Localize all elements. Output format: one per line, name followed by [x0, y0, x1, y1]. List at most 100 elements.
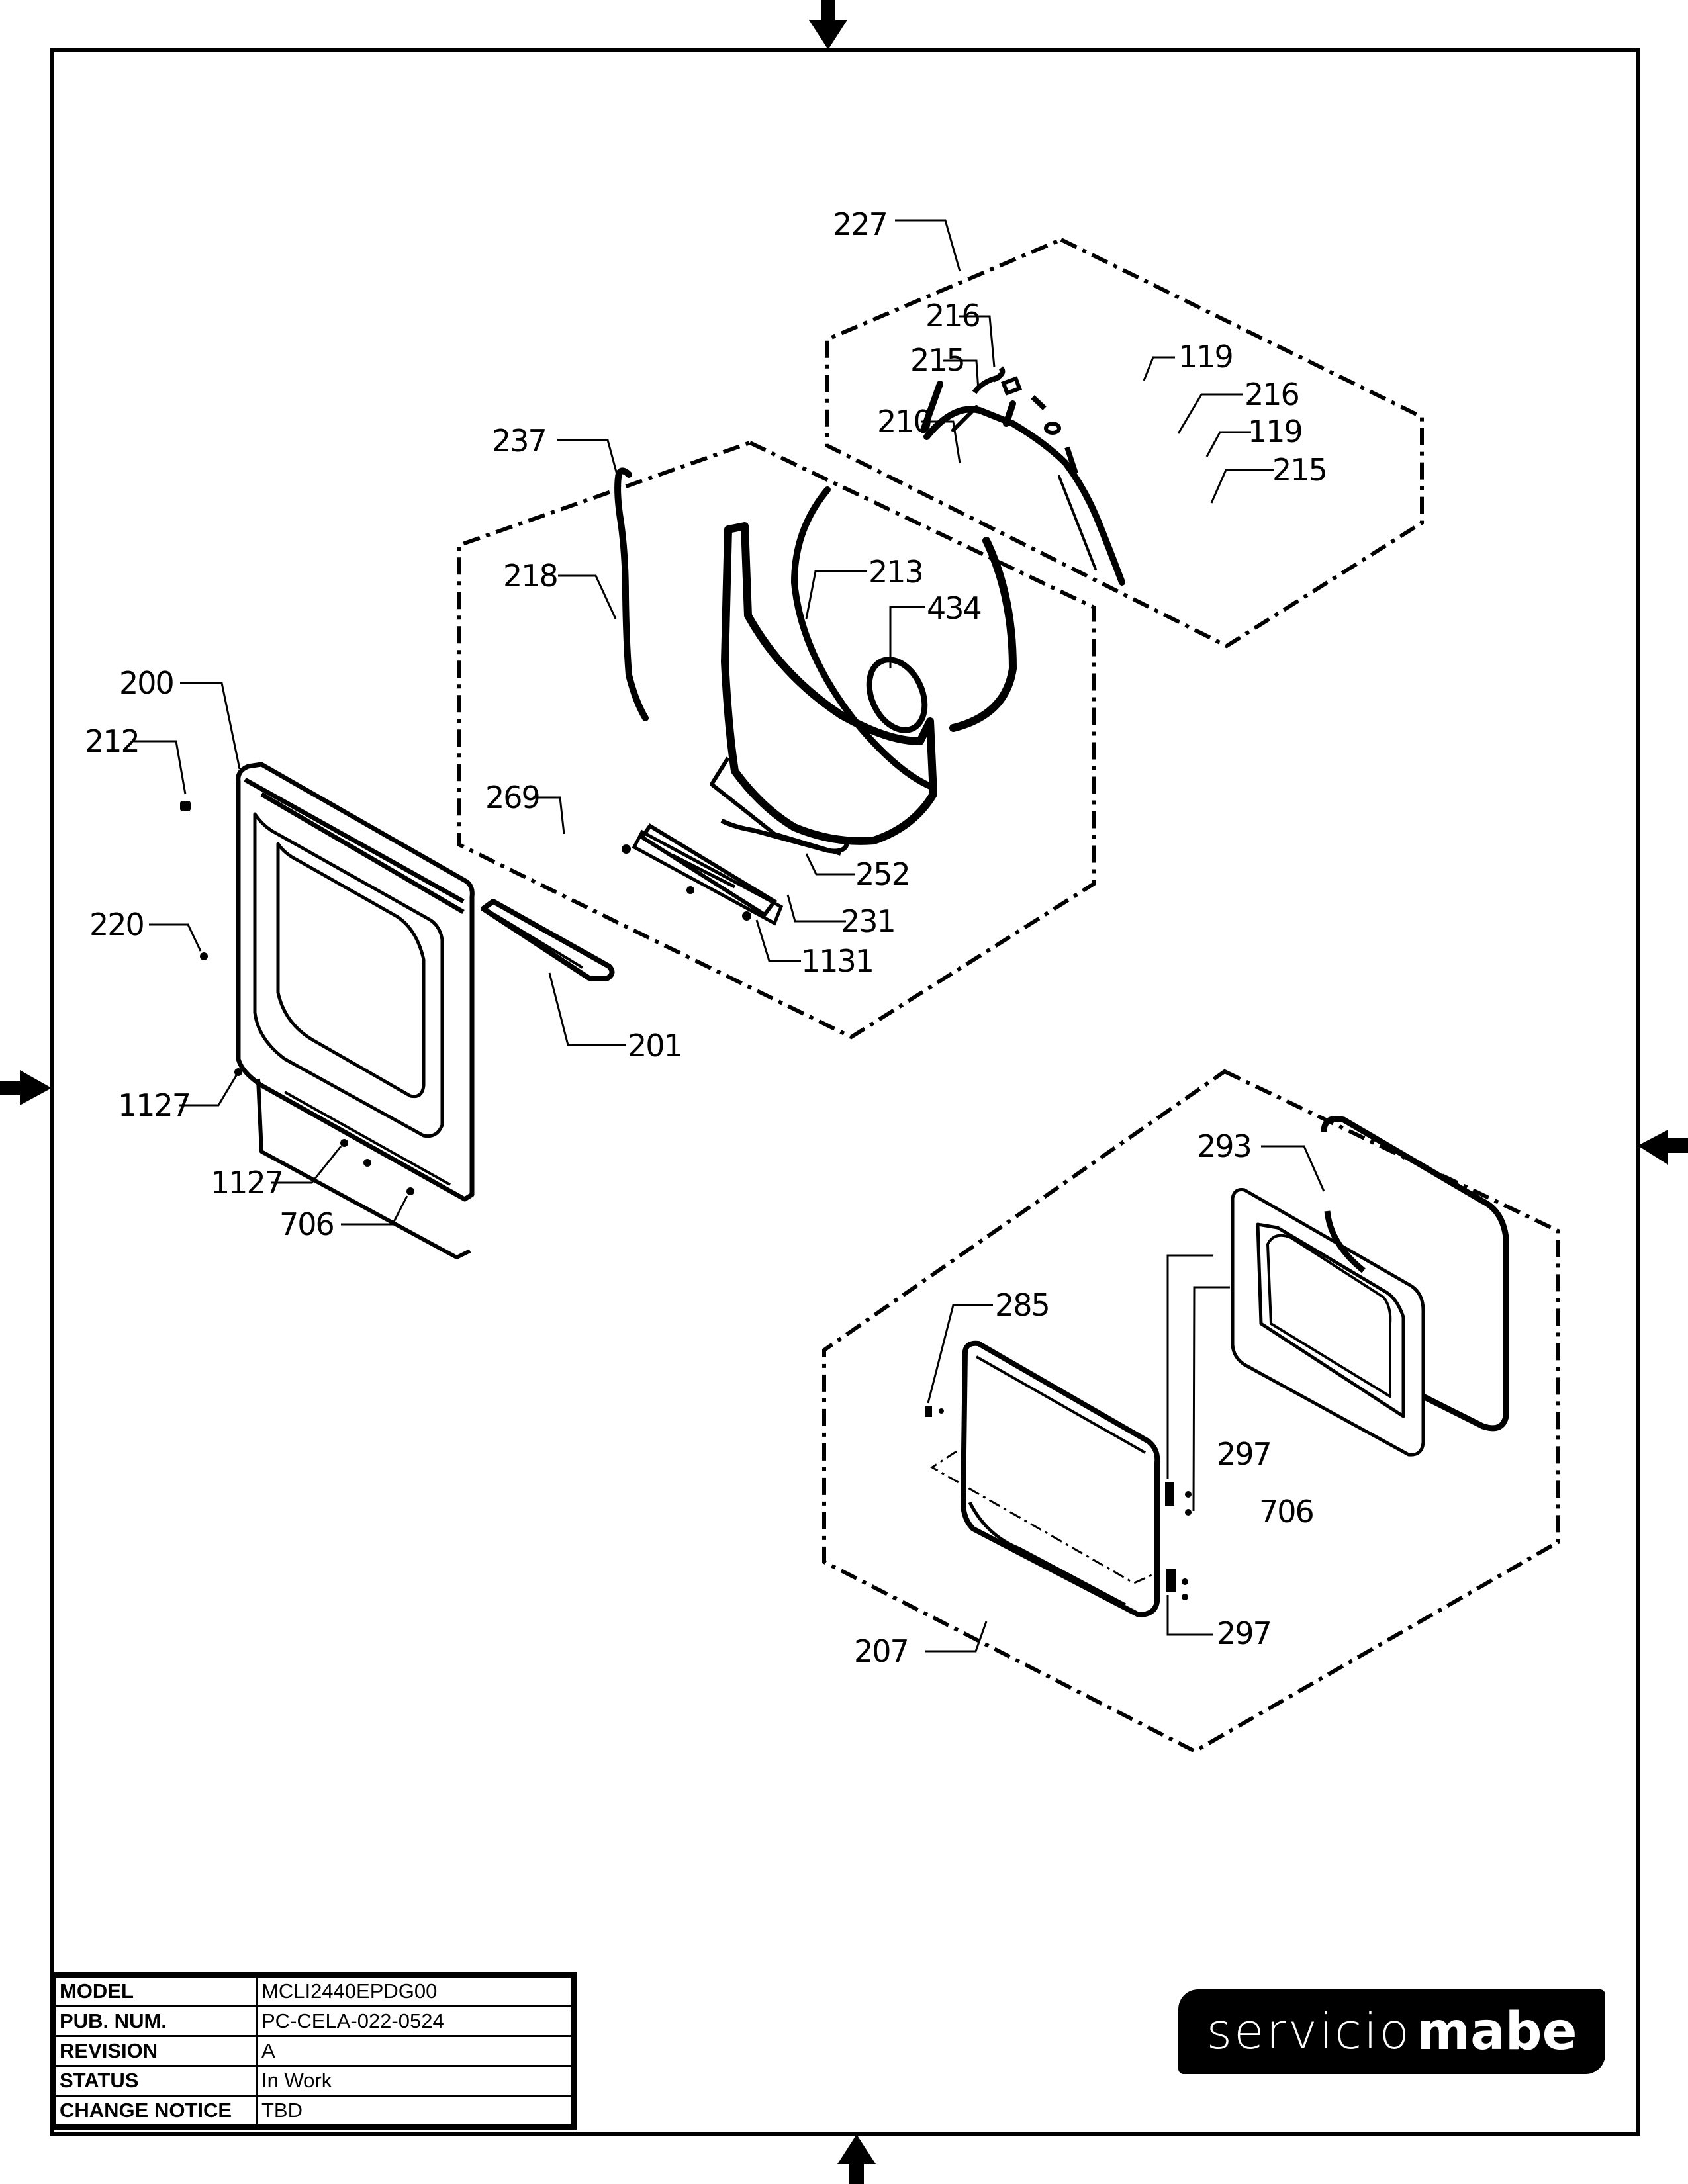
- callout-706-b: 706: [1259, 1494, 1313, 1529]
- leader-215b: [1210, 469, 1274, 504]
- part-285-strike: [925, 1406, 932, 1417]
- callout-1127-b: 1127: [211, 1165, 283, 1201]
- title-row-pub-num: PUB. NUM. PC-CELA-022-0524: [54, 2005, 573, 2037]
- callout-212: 212: [85, 723, 139, 759]
- center-arrow-right: [1638, 1130, 1688, 1165]
- part-210-hinge-bracket: [920, 381, 1125, 586]
- part-285-screw: [939, 1408, 944, 1414]
- callout-200: 200: [119, 665, 173, 701]
- callout-434: 434: [927, 590, 981, 626]
- callout-237: 237: [492, 423, 546, 459]
- callout-210: 210: [877, 404, 931, 439]
- part-297-hinge-a: [1165, 1482, 1174, 1506]
- change-notice-value: TBD: [256, 2095, 573, 2126]
- leader-119b: [1205, 431, 1251, 457]
- callout-215: 215: [910, 342, 964, 378]
- callout-1131: 1131: [801, 943, 873, 979]
- leader-231: [786, 894, 846, 923]
- leader-216b: [1177, 393, 1243, 434]
- status-value: In Work: [256, 2065, 573, 2097]
- part-212-knob: [180, 801, 191, 811]
- callout-216: 216: [925, 298, 980, 334]
- model-value: MCLI2440EPDG00: [256, 1976, 573, 2007]
- leader-227: [895, 219, 961, 272]
- part-434-o-ring: [866, 657, 928, 733]
- leader-434: [889, 606, 925, 668]
- leader-215a: [943, 359, 980, 391]
- center-arrow-bottom: [837, 2134, 876, 2184]
- part-213-hose: [790, 486, 937, 791]
- revision-value: A: [256, 2035, 573, 2067]
- leader-220: [149, 923, 202, 952]
- drawing-frame: [50, 48, 1640, 2136]
- leader-1127b: [271, 1146, 342, 1184]
- part-218-wire: [614, 467, 649, 721]
- center-arrow-left: [0, 1070, 52, 1105]
- part-inner-door-frame: [1231, 1188, 1425, 1457]
- leader-706b: [1192, 1286, 1230, 1512]
- servicio-mabe-logo: servicio mabe: [1178, 1989, 1605, 2074]
- part-706-screw-c: [1185, 1509, 1192, 1516]
- part-293-gasket: [1321, 1116, 1509, 1432]
- part-706-screw-b: [1185, 1491, 1192, 1498]
- part-231-strike: [632, 829, 784, 926]
- callout-218: 218: [503, 558, 557, 594]
- part-1131-screw: [742, 911, 751, 921]
- part-216-clip: [992, 366, 1047, 410]
- leader-297b: [1166, 1595, 1213, 1636]
- callout-297-b: 297: [1217, 1615, 1271, 1651]
- logo-text-servicio: servicio: [1206, 2003, 1411, 2060]
- door-hidden-edge: [930, 1450, 1152, 1584]
- group-207-boundary: [822, 1069, 1560, 1754]
- logo-text-mabe: mabe: [1416, 2002, 1577, 2062]
- title-block: MODEL MCLI2440EPDG00 PUB. NUM. PC-CELA-0…: [50, 1972, 577, 2130]
- part-269-latch-plate: [639, 823, 778, 918]
- leader-119a: [1143, 356, 1175, 381]
- status-label: STATUS: [54, 2065, 258, 2097]
- part-706-screw-e: [1182, 1594, 1188, 1600]
- leader-237: [557, 439, 622, 487]
- leader-200: [180, 682, 241, 770]
- leader-706a: [341, 1195, 408, 1226]
- leader-213: [805, 570, 867, 619]
- callout-216-b: 216: [1244, 377, 1299, 412]
- revision-label: REVISION: [54, 2035, 258, 2067]
- leader-252: [805, 853, 855, 876]
- group-227-boundary: [825, 237, 1424, 649]
- leader-218: [558, 574, 617, 619]
- leader-269: [533, 796, 565, 835]
- title-row-status: STATUS In Work: [54, 2065, 573, 2097]
- callout-213: 213: [868, 554, 923, 590]
- leader-216a: [959, 315, 996, 368]
- part-1127-screw-b: [340, 1139, 348, 1147]
- callout-119-b: 119: [1248, 414, 1302, 449]
- part-706-screw-a: [406, 1187, 414, 1195]
- callout-1127: 1127: [118, 1087, 190, 1123]
- part-207-outer-door: [961, 1340, 1160, 1617]
- callout-207: 207: [854, 1633, 908, 1669]
- part-213-hose-right: [949, 537, 1017, 732]
- leader-201: [548, 972, 626, 1046]
- model-label: MODEL: [54, 1976, 258, 2007]
- part-252-latch-assembly: [710, 522, 937, 856]
- callout-293: 293: [1197, 1128, 1251, 1164]
- part-119-pad: [1001, 376, 1061, 435]
- title-row-model: MODEL MCLI2440EPDG00: [54, 1976, 573, 2007]
- callout-201: 201: [628, 1028, 682, 1064]
- leader-207: [925, 1621, 988, 1653]
- leader-285: [927, 1304, 993, 1404]
- pub-num-value: PC-CELA-022-0524: [256, 2005, 573, 2037]
- title-row-revision: REVISION A: [54, 2035, 573, 2067]
- callout-269: 269: [485, 780, 539, 815]
- part-screw-237: [622, 844, 631, 854]
- part-297-hinge-b: [1166, 1569, 1176, 1592]
- part-screw-200: [363, 1159, 371, 1167]
- pub-num-label: PUB. NUM.: [54, 2005, 258, 2037]
- leader-1127a: [179, 1075, 238, 1107]
- leader-293: [1261, 1145, 1325, 1192]
- callout-297: 297: [1217, 1436, 1271, 1472]
- part-706-screw-d: [1182, 1578, 1188, 1585]
- group-237-boundary: [457, 440, 1096, 1040]
- callout-220: 220: [89, 907, 144, 942]
